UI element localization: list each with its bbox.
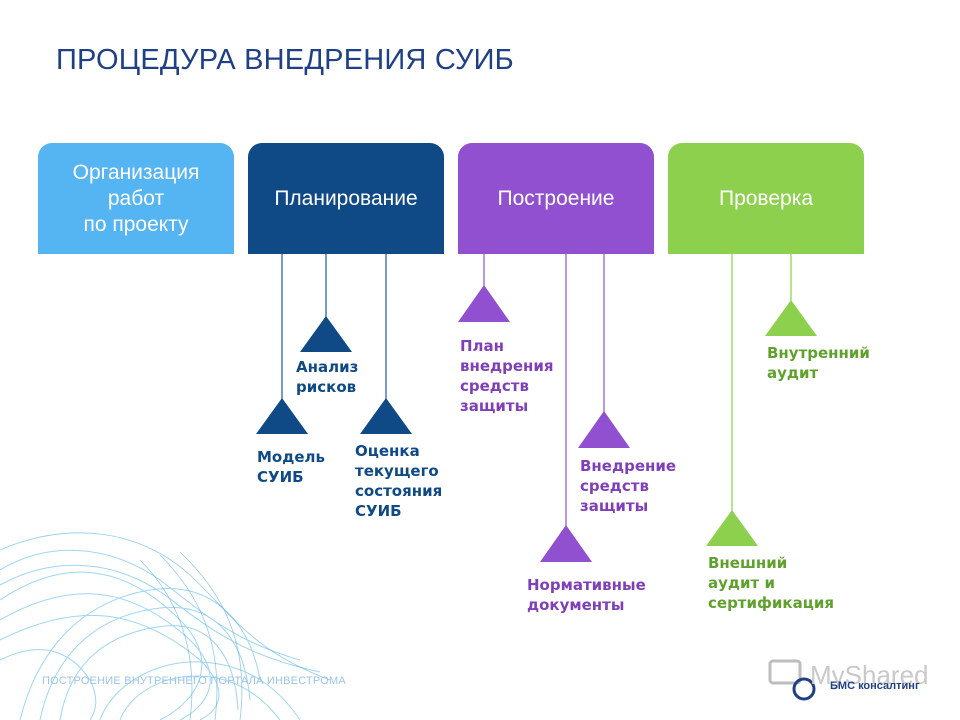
triangle-marker-implementation [578, 411, 630, 448]
item-plan: План внедрения средств защиты [460, 337, 554, 415]
footer-text: ПОСТРОЕНИЕ ВНУТРЕННЕГО ПОРТАЛА ИНВЕСТРОМ… [42, 675, 346, 687]
watermark-brand: MyShared [810, 660, 929, 690]
triangle-marker-normative [540, 525, 592, 562]
triangle-marker-external-audit [706, 510, 758, 546]
item-implementation: Внедрение средств защиты [580, 457, 677, 515]
triangle-marker-internal-audit [765, 300, 817, 336]
item-assessment: Оценка текущего состояния СУИБ [355, 442, 443, 520]
watermark-logo-icon [768, 659, 816, 701]
phase-organization: Организация работ по проекту [38, 143, 234, 254]
page-title: ПРОЦЕДУРА ВНЕДРЕНИЯ СУИБ [56, 44, 514, 76]
item-normative-docs: Нормативные документы [527, 576, 646, 614]
triangle-marker-risk [300, 316, 352, 352]
phase-verification: Проверка [668, 143, 864, 254]
item-risk-analysis: Анализ рисков [296, 358, 359, 396]
triangle-marker-plan [458, 285, 510, 322]
item-internal-audit: Внутренний аудит [767, 344, 870, 382]
phase-building: Построение [458, 143, 654, 254]
item-external-audit: Внешний аудит и сертификация [708, 554, 834, 612]
triangle-marker-model [256, 398, 308, 434]
triangle-marker-assessment [360, 398, 412, 434]
phase-planning: Планирование [248, 143, 444, 254]
watermark-sub: БМС консалтинг [830, 680, 920, 692]
item-model: Модель СУИБ [257, 448, 325, 486]
